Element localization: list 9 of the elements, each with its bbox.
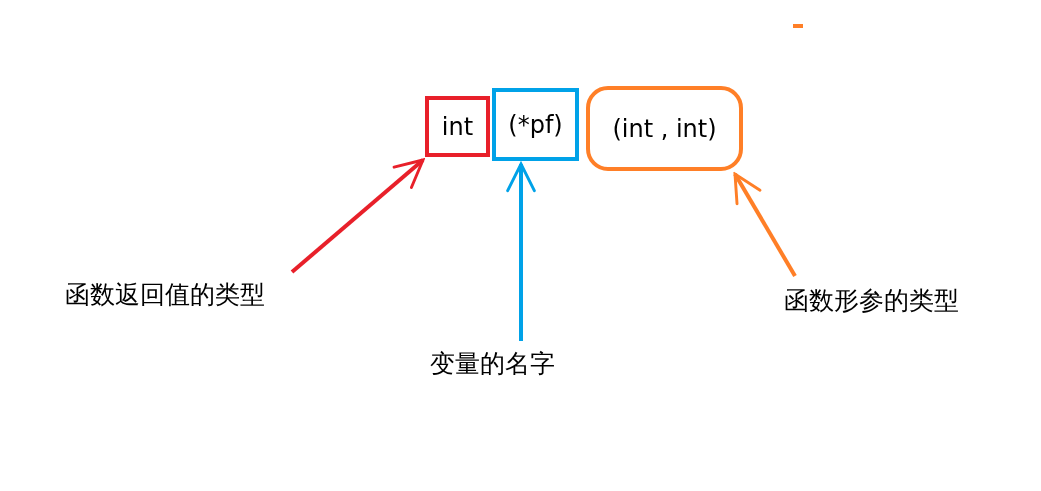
note-text: 函数形参的类型 [762,280,980,320]
parameter-box: (int , int) [586,86,743,171]
arrow [506,162,536,341]
type-box: int [425,96,490,157]
arrow [733,172,797,277]
note-text: 函数返回值的类型 [40,274,290,314]
arrow [290,158,425,274]
name-box: (*pf) [492,88,579,161]
note-text: 变量的名字 [410,343,575,383]
